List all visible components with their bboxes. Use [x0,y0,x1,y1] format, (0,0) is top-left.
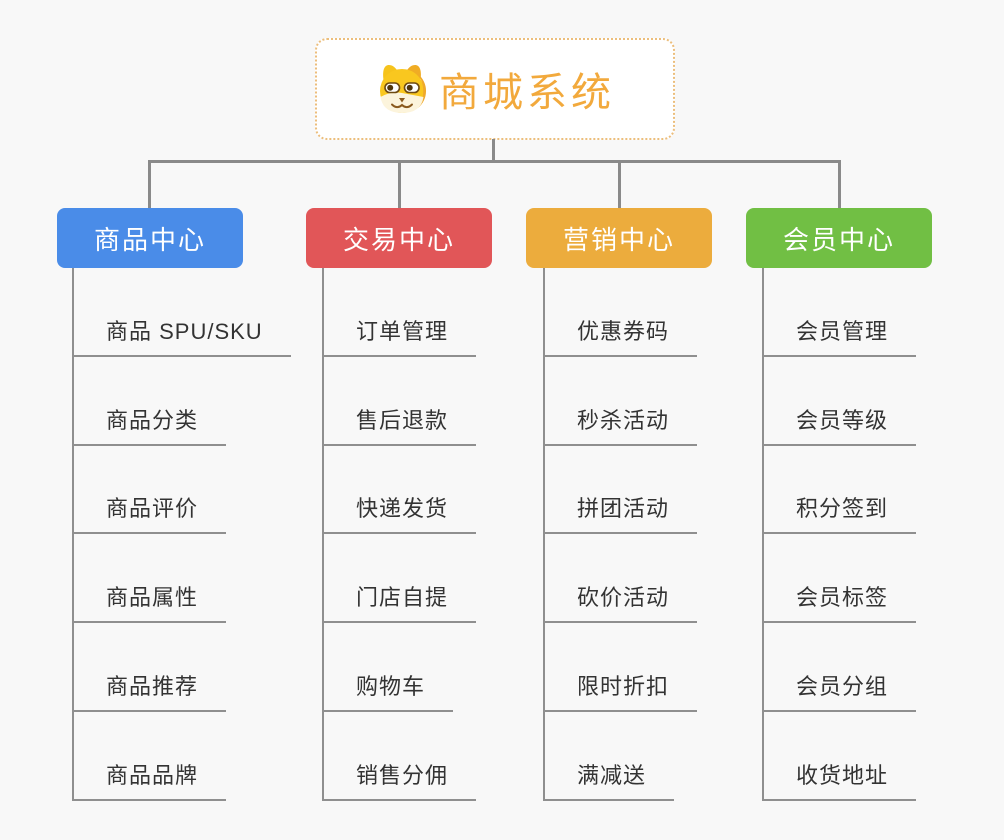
sub-topic-node[interactable]: 商品 SPU/SKU [72,268,332,357]
branch-children-marketing: 优惠券码秒杀活动拼团活动砍价活动限时折扣满减送 [543,268,803,801]
connector-drop-member [838,160,841,208]
sub-topic-node[interactable]: 会员管理 [762,268,1004,357]
sub-topic-node[interactable]: 满减送 [543,712,803,801]
sub-topic-label: 优惠券码 [543,314,698,357]
sub-topic-label: 会员标签 [762,580,917,624]
sub-topic-node[interactable]: 商品评价 [72,446,332,535]
sub-topic-label: 会员等级 [762,403,917,446]
sub-topic-node[interactable]: 商品分类 [72,357,332,446]
sub-topic-label: 商品属性 [72,580,227,624]
sub-topic-label: 收货地址 [762,758,917,801]
sub-topic-label: 满减送 [543,758,675,801]
connector-root-tick [492,139,495,162]
sub-topic-label: 秒杀活动 [543,403,698,446]
connector-drop-trade [398,160,401,208]
branch-label: 会员中心 [782,224,895,255]
sub-topic-node[interactable]: 购物车 [322,623,582,712]
branch-node-product-center[interactable]: 商品中心 [57,208,243,268]
sub-topic-node[interactable]: 积分签到 [762,446,1004,535]
sub-topic-label: 会员分组 [762,669,917,712]
branch-node-marketing-center[interactable]: 营销中心 [526,208,712,268]
sub-topic-node[interactable]: 商品品牌 [72,712,332,801]
sub-topic-node[interactable]: 商品属性 [72,534,332,624]
sub-topic-label: 售后退款 [322,403,477,446]
sub-topic-label: 砍价活动 [543,580,698,624]
sub-topic-node[interactable]: 秒杀活动 [543,357,803,446]
sub-topic-node[interactable]: 订单管理 [322,268,582,357]
dog-face-icon [380,65,427,113]
branch-node-member-center[interactable]: 会员中心 [746,208,932,268]
branch-children-member: 会员管理会员等级积分签到会员标签会员分组收货地址 [762,268,1004,801]
sub-topic-node[interactable]: 优惠券码 [543,268,803,357]
connector-drop-marketing [618,160,621,208]
sub-topic-node[interactable]: 限时折扣 [543,623,803,712]
sub-topic-node[interactable]: 商品推荐 [72,623,332,712]
connector-horizontal [148,160,841,163]
sub-topic-label: 商品分类 [72,403,227,446]
branch-children-trade: 订单管理售后退款快递发货门店自提购物车销售分佣 [322,268,582,801]
sub-topic-label: 门店自提 [322,580,477,624]
sub-topic-node[interactable]: 砍价活动 [543,534,803,624]
sub-topic-label: 会员管理 [762,314,917,357]
root-node[interactable]: 商城系统 [315,38,675,140]
sub-topic-label: 拼团活动 [543,491,698,535]
branch-node-trade-center[interactable]: 交易中心 [306,208,492,268]
sub-topic-label: 商品推荐 [72,669,227,712]
root-title: 商城系统 [439,71,615,115]
connector-drop-product [148,160,151,208]
sub-topic-label: 限时折扣 [543,669,698,712]
sub-topic-node[interactable]: 门店自提 [322,534,582,624]
sub-topic-node[interactable]: 售后退款 [322,357,582,446]
sub-topic-label: 商品 SPU/SKU [72,314,291,357]
sub-topic-label: 快递发货 [322,491,477,535]
branch-label: 交易中心 [342,224,455,255]
sub-topic-node[interactable]: 会员分组 [762,623,1004,712]
sub-topic-label: 积分签到 [762,491,917,535]
sub-topic-node[interactable]: 收货地址 [762,712,1004,801]
sub-topic-node[interactable]: 拼团活动 [543,446,803,535]
sub-topic-node[interactable]: 销售分佣 [322,712,582,801]
sub-topic-label: 商品评价 [72,491,227,535]
sub-topic-label: 购物车 [322,669,454,712]
sub-topic-node[interactable]: 会员等级 [762,357,1004,446]
branch-label: 商品中心 [93,224,206,255]
sub-topic-node[interactable]: 快递发货 [322,446,582,535]
branch-children-product: 商品 SPU/SKU 商品分类商品评价商品属性商品推荐商品品牌 [72,268,332,801]
sub-topic-node[interactable]: 会员标签 [762,534,1004,624]
sub-topic-label: 销售分佣 [322,758,477,801]
sub-topic-label: 订单管理 [322,314,477,357]
branch-label: 营销中心 [562,224,675,255]
sub-topic-label: 商品品牌 [72,758,227,801]
